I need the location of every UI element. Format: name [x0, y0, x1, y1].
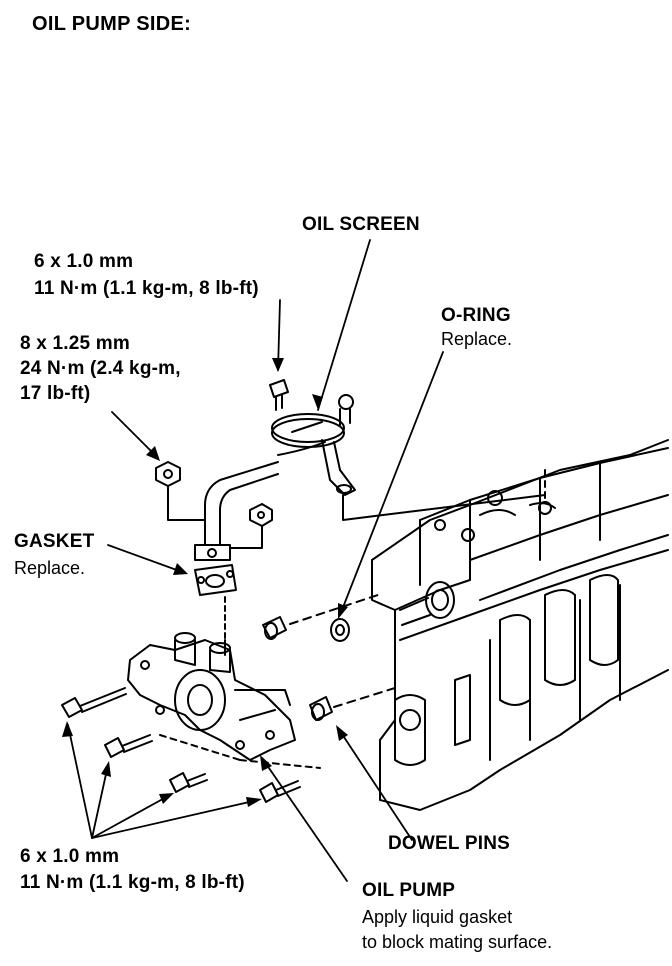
oil-screen	[194, 413, 356, 561]
oil-pump-label: OIL PUMP	[362, 880, 456, 901]
oil-pump-note-line2: to block mating surface.	[362, 932, 553, 952]
leader-lines	[67, 239, 444, 882]
screen-bolt	[269, 379, 354, 426]
nut-size: 8 x 1.25 mm	[20, 333, 130, 354]
pump-bolts	[61, 687, 321, 803]
pump-bolt-size: 6 x 1.0 mm	[20, 846, 120, 867]
top-bolt-size: 6 x 1.0 mm	[34, 251, 134, 272]
oil-pump-body	[127, 632, 296, 761]
gasket-label: GASKET	[14, 531, 95, 552]
o-ring	[330, 618, 350, 642]
page-title: OIL PUMP SIDE:	[32, 13, 192, 35]
nut-torque-line1: 24 N·m (2.4 kg-m,	[20, 358, 181, 379]
top-bolt-torque: 11 N·m (1.1 kg-m, 8 lb-ft)	[34, 278, 259, 299]
o-ring-note: Replace.	[441, 329, 513, 349]
arrowheads	[62, 358, 348, 807]
dowel-pins-label: DOWEL PINS	[388, 833, 510, 854]
o-ring-label: O-RING	[441, 305, 511, 326]
dowel-pins	[262, 594, 396, 721]
engine-block	[342, 439, 669, 811]
pump-bolt-torque: 11 N·m (1.1 kg-m, 8 lb-ft)	[20, 872, 245, 893]
oil-screen-label: OIL SCREEN	[302, 214, 420, 235]
oil-pump-note-line1: Apply liquid gasket	[362, 907, 513, 927]
nut-torque-line2: 17 lb-ft)	[20, 383, 91, 404]
pickup-nut	[155, 461, 273, 549]
gasket-note: Replace.	[14, 558, 86, 578]
gasket	[194, 564, 237, 641]
